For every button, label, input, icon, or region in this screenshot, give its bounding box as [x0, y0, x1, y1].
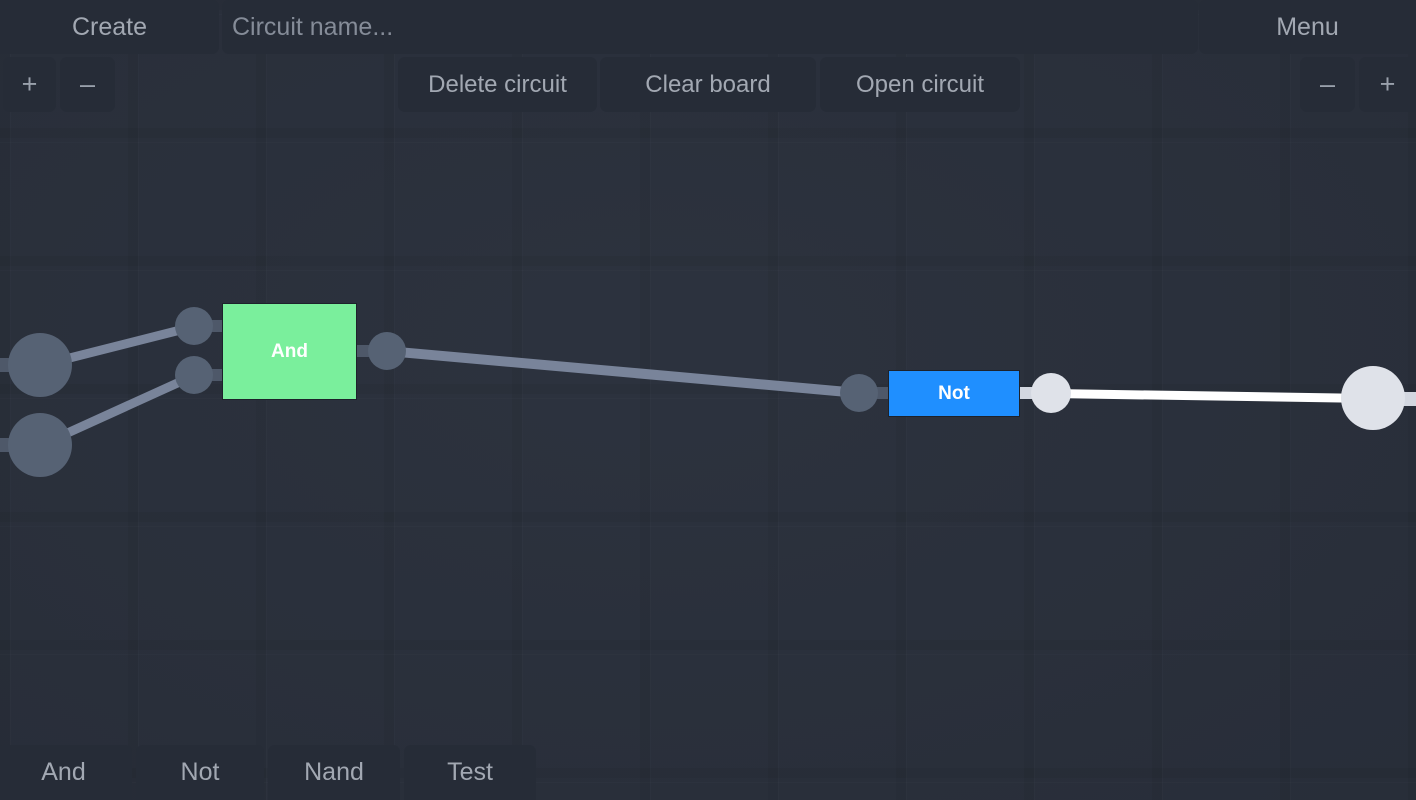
gate-palette: And Not Nand Test: [0, 743, 1416, 800]
zoom-in-button[interactable]: +: [3, 57, 56, 112]
minus-icon: –: [1319, 69, 1336, 99]
not-gate[interactable]: Not: [888, 370, 1020, 417]
menu-button[interactable]: Menu: [1199, 0, 1416, 54]
palette-item-and[interactable]: And: [0, 745, 132, 800]
not-gate-label: Not: [938, 382, 970, 404]
minus-icon: –: [79, 69, 96, 99]
input-node-a[interactable]: [8, 333, 72, 397]
not-output-node[interactable]: [1031, 373, 1071, 413]
delete-circuit-button[interactable]: Delete circuit: [398, 57, 597, 112]
create-button[interactable]: Create: [0, 0, 219, 54]
plus-icon: +: [21, 69, 38, 99]
not-input-node[interactable]: [840, 374, 878, 412]
palette-item-nand[interactable]: Nand: [268, 745, 400, 800]
and-gate[interactable]: And: [222, 303, 357, 400]
open-circuit-button[interactable]: Open circuit: [820, 57, 1020, 112]
clear-board-button[interactable]: Clear board: [600, 57, 816, 112]
output-node[interactable]: [1341, 366, 1405, 430]
and-input-node-1[interactable]: [175, 307, 213, 345]
palette-item-test[interactable]: Test: [404, 745, 536, 800]
and-gate-label: And: [271, 340, 308, 362]
pan-out-button[interactable]: –: [1300, 57, 1355, 112]
and-output-node[interactable]: [368, 332, 406, 370]
plus-icon: +: [1379, 69, 1396, 99]
and-input-node-2[interactable]: [175, 356, 213, 394]
zoom-out-button[interactable]: –: [60, 57, 115, 112]
input-node-b[interactable]: [8, 413, 72, 477]
circuit-name-input[interactable]: [222, 0, 1198, 54]
palette-item-not[interactable]: Not: [136, 745, 264, 800]
pan-in-button[interactable]: +: [1359, 57, 1416, 112]
